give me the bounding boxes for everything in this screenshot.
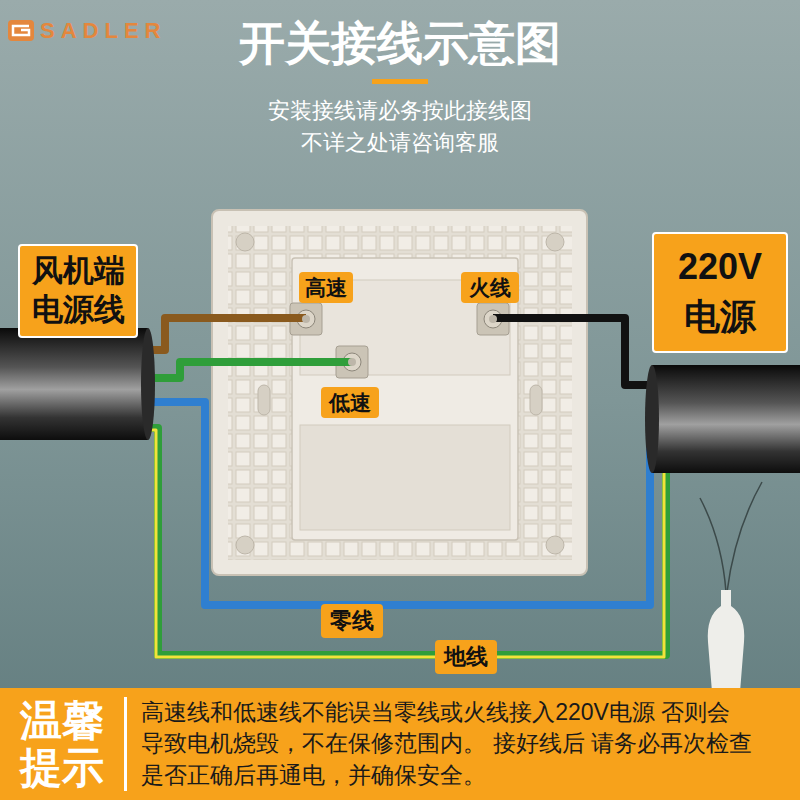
screw-hole: [546, 233, 564, 251]
notice-text: 高速线和低速线不能误当零线或火线接入220V电源 否则会导致电机烧毁，不在保修范…: [124, 697, 753, 790]
logo-mark: [13, 26, 29, 35]
screw-hole: [236, 233, 254, 251]
vase-stem: [700, 498, 726, 592]
switch-module: [292, 258, 518, 540]
label-text: 220V 电源: [666, 242, 774, 343]
plate-ribs: [228, 226, 572, 560]
terminal-label: 火线: [461, 272, 519, 303]
terminal-screw-head: [489, 315, 497, 323]
neutral-wire: [145, 400, 662, 605]
switch-plate: [212, 210, 587, 575]
wire-label: 地线: [435, 640, 497, 674]
module-recess: [300, 425, 510, 530]
title: 开关接线示意图: [239, 13, 561, 75]
screw-hole: [236, 536, 254, 554]
label-text: 地线: [444, 644, 488, 670]
wire-label: 零线: [321, 604, 383, 638]
label-text: 低速: [329, 390, 371, 415]
callout-box: 风机端 电源线: [18, 244, 138, 338]
logo-icon: [8, 20, 34, 41]
label-text: 高速: [305, 275, 347, 300]
live-wire: [493, 318, 662, 385]
terminal-screw-head: [348, 358, 356, 366]
ground-wire: [145, 428, 672, 655]
vase: [708, 590, 744, 692]
side-slot: [258, 385, 270, 415]
fan-cable: [0, 328, 148, 440]
label-text: 火线: [469, 275, 511, 300]
subtitle: 不详之处请咨询客服: [301, 128, 499, 158]
notice-band: 温馨 提示高速线和低速线不能误当零线或火线接入220V电源 否则会导致电机烧毁，…: [0, 688, 800, 800]
label-text: 风机端 电源线: [30, 252, 126, 330]
mains-cable: [652, 365, 800, 473]
notice-heading: 温馨 提示: [18, 697, 106, 791]
terminal-label: 高速: [299, 272, 353, 303]
low-speed-wire: [145, 362, 352, 378]
terminal-label: 低速: [321, 387, 379, 418]
vase-stem: [727, 482, 762, 592]
high-speed-wire: [145, 318, 306, 350]
cable-end: [141, 328, 155, 440]
wires: [143, 318, 672, 657]
title-underline: [372, 79, 428, 84]
brand-logo: SADLER: [40, 18, 166, 44]
terminal-screw-head: [302, 315, 310, 323]
screw-hole: [546, 536, 564, 554]
callout-box: 220V 电源: [652, 232, 788, 353]
label-text: 零线: [330, 608, 374, 634]
cable-end: [645, 365, 659, 473]
side-slot: [530, 385, 542, 415]
ground-wire-stripe: [143, 430, 670, 657]
subtitle: 安装接线请必务按此接线图: [268, 96, 532, 126]
